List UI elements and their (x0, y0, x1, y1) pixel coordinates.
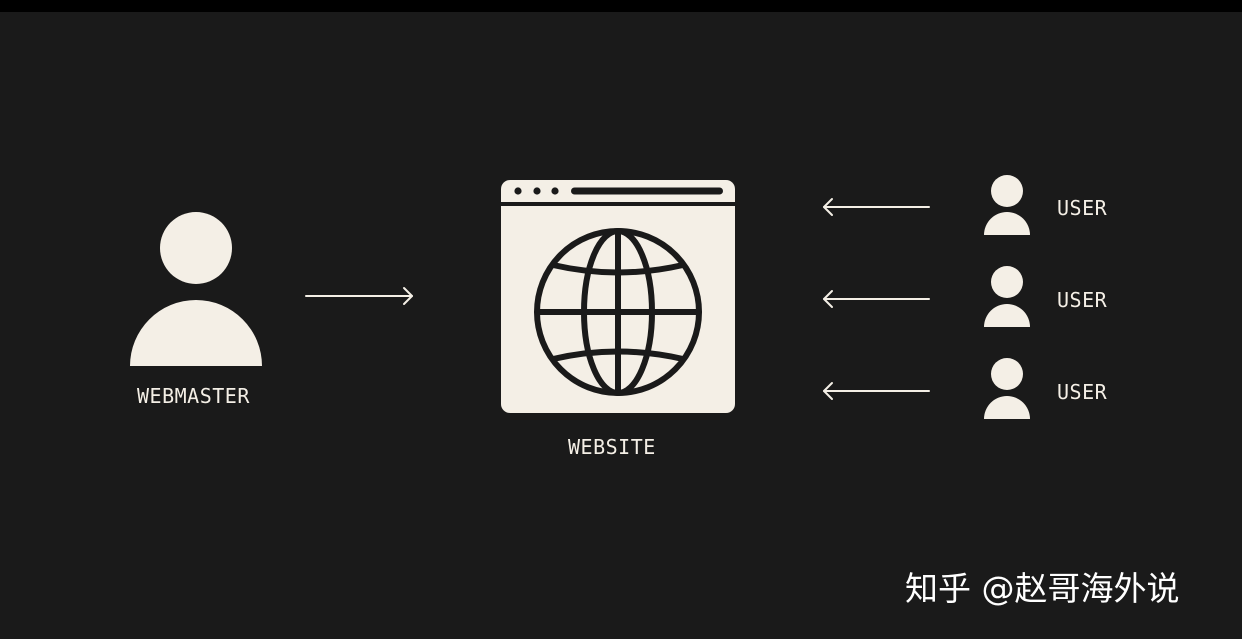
user-1-person-icon (984, 175, 1030, 235)
arrow-webmaster-to-website (305, 287, 413, 305)
address-bar (571, 187, 723, 195)
user-3-label: USER (1057, 380, 1108, 404)
website-label: WEBSITE (568, 435, 656, 459)
watermark-text: 知乎 @赵哥海外说 (905, 569, 1180, 608)
webmaster-label: WEBMASTER (137, 384, 250, 408)
browser-globe-icon (501, 180, 735, 413)
user-2-label: USER (1057, 288, 1108, 312)
user-1-label: USER (1057, 196, 1108, 220)
user-2-person-icon (984, 266, 1030, 327)
webmaster-person-icon (130, 212, 262, 366)
arrow-user-2-to-website (823, 290, 930, 308)
user-3-person-icon (984, 358, 1030, 419)
window-dot-1 (514, 187, 522, 195)
arrow-user-3-to-website (823, 382, 930, 400)
globe-icon (534, 228, 702, 396)
diagram-svg (130, 175, 1030, 419)
window-dot-3 (551, 187, 559, 195)
arrow-user-1-to-website (823, 198, 930, 216)
window-dot-2 (533, 187, 541, 195)
diagram-canvas: WEBMASTER WEBSITE USER USER USER 知乎 @赵哥海… (0, 12, 1242, 639)
